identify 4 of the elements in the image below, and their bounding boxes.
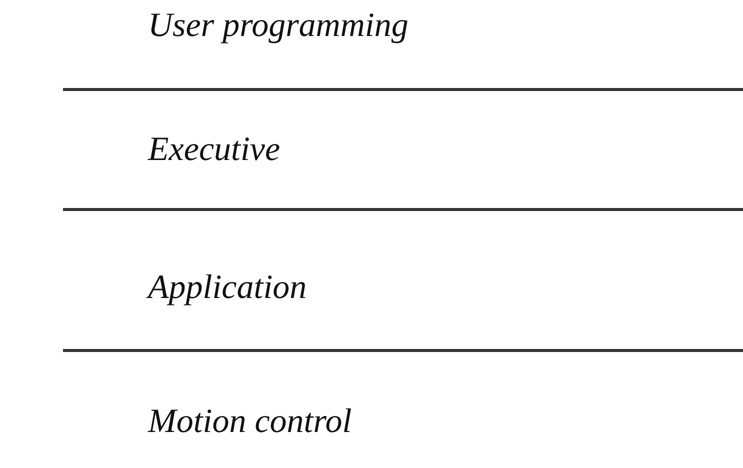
- layer-label: User programming: [148, 6, 408, 46]
- layer-label: Executive: [148, 130, 280, 170]
- layer-label: Motion control: [148, 402, 352, 442]
- layer-label: Application: [148, 268, 307, 308]
